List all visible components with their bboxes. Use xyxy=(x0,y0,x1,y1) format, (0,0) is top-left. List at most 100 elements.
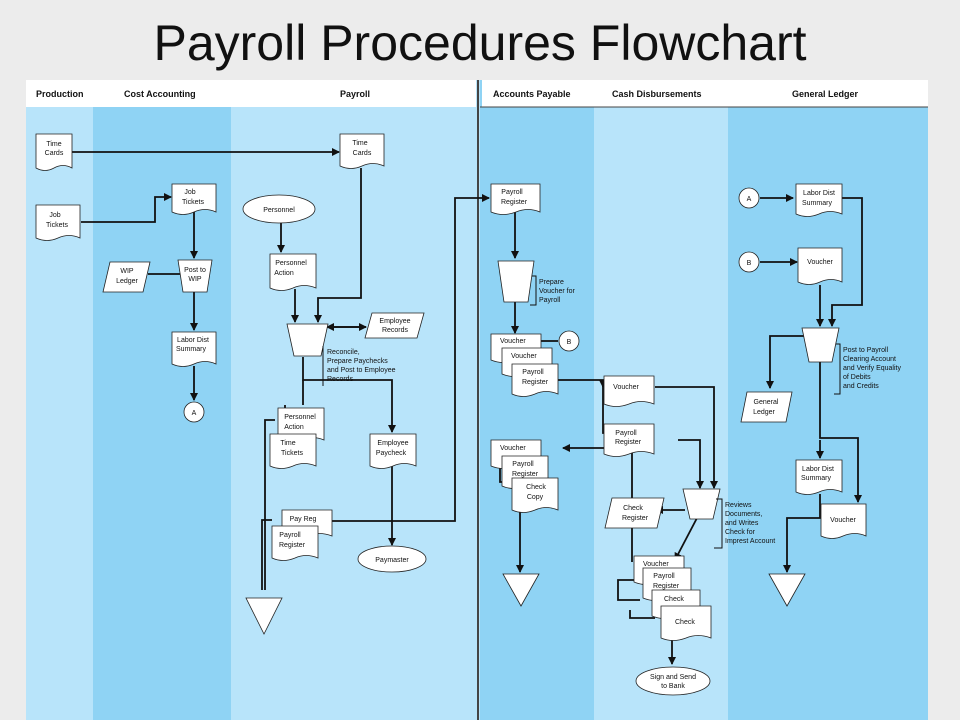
note-line: and Verify Equality xyxy=(843,365,901,372)
doc-job-tickets[interactable]: Job Tickets xyxy=(35,204,81,241)
flow-line xyxy=(819,360,862,503)
doc-label: Voucher xyxy=(613,384,639,391)
terminal-sign-send[interactable]: Sign and Send to Bank xyxy=(635,666,711,696)
doc-label: Register xyxy=(615,439,642,446)
file-triangle-ap[interactable] xyxy=(502,573,540,607)
doc-label: Voucher xyxy=(807,259,833,266)
doc-label: Tickets xyxy=(182,199,204,206)
terminal-personnel[interactable]: Personnel xyxy=(242,194,316,224)
note-line: Reviews xyxy=(725,502,752,509)
ledger-general-ledger[interactable]: General Ledger xyxy=(740,391,793,423)
note-line: and Writes xyxy=(725,520,759,527)
connector-a-gl[interactable]: A xyxy=(738,187,760,209)
doc-label: Cards xyxy=(45,150,64,157)
doc-check-copy[interactable]: Check Copy xyxy=(511,477,559,513)
doc-label: Time xyxy=(280,440,295,447)
doc-label: Time xyxy=(46,141,61,148)
ledger-label: Records xyxy=(382,327,409,334)
doc-employee-paycheck[interactable]: Employee Paycheck xyxy=(369,433,417,469)
connector-label: A xyxy=(747,196,752,203)
terminal-label: Paymaster xyxy=(375,557,409,564)
flow-line xyxy=(261,519,272,590)
doc-label: Register xyxy=(522,379,549,386)
doc-label: Register xyxy=(279,542,306,549)
process-prepare-voucher[interactable] xyxy=(497,260,535,303)
doc-label: Tickets xyxy=(46,222,68,229)
note-line: and Credits xyxy=(843,383,879,390)
doc-label: Voucher xyxy=(500,445,526,452)
note-line: Reconcile, xyxy=(327,349,360,356)
doc-payroll-register[interactable]: Payroll Register xyxy=(271,525,319,561)
doc-labor-dist-summary-gl[interactable]: Labor Dist Summary xyxy=(795,183,843,217)
doc-label: Check xyxy=(664,596,684,603)
note-line: and Post to Employee xyxy=(327,367,396,374)
flow-line xyxy=(783,494,821,573)
doc-check-2[interactable]: Check xyxy=(660,605,712,641)
ledger-label: Employee xyxy=(379,318,410,325)
terminal-paymaster[interactable]: Paymaster xyxy=(357,545,427,573)
doc-label: Action xyxy=(284,424,304,431)
doc-label: Pay Reg xyxy=(290,516,317,523)
connector-a[interactable]: A xyxy=(183,401,205,423)
payroll-lane-shapes: Time Cards Personnel Personnel Action Re… xyxy=(242,133,427,635)
doc-time-tickets[interactable]: Time Tickets xyxy=(269,433,317,469)
doc-label: Payroll xyxy=(279,532,301,539)
ledger-label: WIP xyxy=(120,268,134,275)
connector-b-ap[interactable]: B xyxy=(558,330,580,352)
doc-payroll-register-ap[interactable]: Payroll Register xyxy=(490,183,541,215)
doc-label: Labor Dist xyxy=(803,190,835,197)
doc-labor-dist-summary[interactable]: Labor Dist Summary xyxy=(171,331,217,367)
terminal-label: to Bank xyxy=(661,683,685,690)
lane-header-production: Production xyxy=(36,89,84,99)
doc-personnel-action[interactable]: Personnel Action xyxy=(269,253,317,291)
lane-header-payroll: Payroll xyxy=(340,89,370,99)
note-line: Check for xyxy=(725,529,756,536)
doc-label: Summary xyxy=(802,200,832,207)
connector-b-gl[interactable]: B xyxy=(738,251,760,273)
doc-job-tickets-cost[interactable]: Job Tickets xyxy=(171,183,217,215)
lane-header-general-ledger: General Ledger xyxy=(792,89,859,99)
ledger-wip[interactable]: WIP Ledger xyxy=(102,261,151,293)
doc-voucher-cd[interactable]: Voucher xyxy=(603,375,655,407)
doc-label: Job xyxy=(49,212,60,219)
note-line: Payroll xyxy=(539,297,561,304)
process-post-to-wip[interactable]: Post to WIP xyxy=(177,259,213,293)
page-title: Payroll Procedures Flowchart xyxy=(153,15,807,71)
doc-payroll-register-ap-2[interactable]: Payroll Register xyxy=(511,363,559,397)
doc-voucher-gl[interactable]: Voucher xyxy=(797,247,843,285)
process-reviews-documents[interactable] xyxy=(682,488,721,520)
note-line: Prepare Paychecks xyxy=(327,358,388,365)
doc-time-cards-payroll[interactable]: Time Cards xyxy=(339,133,385,169)
flow-line xyxy=(331,194,490,522)
process-reconcile[interactable] xyxy=(286,323,329,357)
reconcile-note: Reconcile, Prepare Paychecks and Post to… xyxy=(322,346,396,386)
terminal-label: Personnel xyxy=(263,207,295,214)
file-triangle-payroll[interactable] xyxy=(245,597,283,635)
cost-accounting-lane-shapes: Job Tickets Post to WIP WIP Ledger Labor… xyxy=(102,183,217,423)
process-post-to-payroll[interactable] xyxy=(801,327,840,363)
production-lane-shapes: Time Cards Job Tickets xyxy=(35,133,81,241)
doc-label: Employee xyxy=(377,440,408,447)
flow-line xyxy=(655,386,718,489)
doc-voucher-gl-2[interactable]: Voucher xyxy=(820,503,867,539)
doc-label: Payroll xyxy=(501,189,523,196)
note-line: Documents, xyxy=(725,511,762,518)
lane-accounts-payable xyxy=(480,80,594,720)
ledger-employee-records[interactable]: Employee Records xyxy=(364,312,425,339)
ledger-check-register[interactable]: Check Register xyxy=(604,497,665,529)
doc-time-cards[interactable]: Time Cards xyxy=(35,133,73,171)
doc-label: Voucher xyxy=(511,353,537,360)
file-triangle-gl[interactable] xyxy=(768,573,806,607)
doc-label: Register xyxy=(501,199,528,206)
doc-labor-dist-summary-gl-2[interactable]: Labor Dist Summary xyxy=(795,459,843,495)
flow-line xyxy=(81,193,172,223)
ledger-label: Ledger xyxy=(116,278,138,285)
swim-lanes xyxy=(26,80,928,720)
doc-payroll-register-cd[interactable]: Payroll Register xyxy=(603,423,655,457)
doc-label: Labor Dist xyxy=(177,337,209,344)
ledger-label: General xyxy=(754,399,779,406)
lane-header-cash-disbursements: Cash Disbursements xyxy=(612,89,702,99)
doc-label: Paycheck xyxy=(376,450,407,457)
doc-label: Copy xyxy=(527,494,544,501)
process-label: WIP xyxy=(188,276,202,283)
